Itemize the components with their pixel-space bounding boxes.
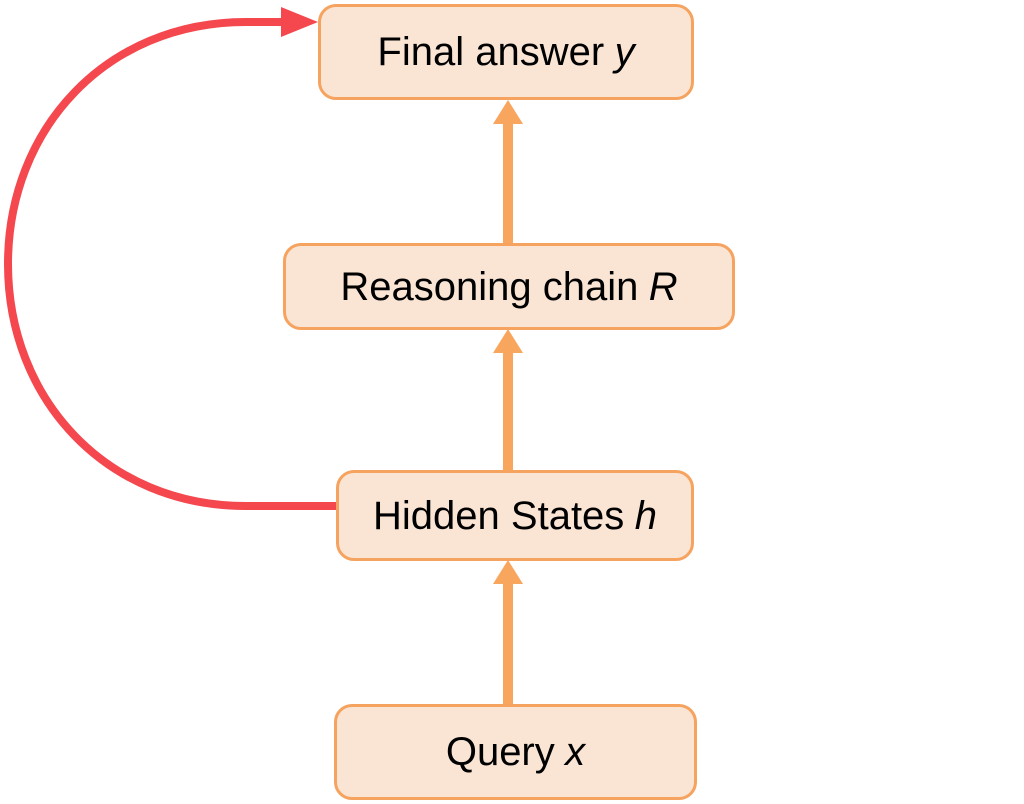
feedback-arrow-hidden-to-final xyxy=(3,7,341,510)
math-var-R: R xyxy=(648,264,678,309)
arrow-hidden-to-reasoning xyxy=(493,329,523,471)
math-var-h: h xyxy=(634,493,657,538)
arrowhead-up-icon xyxy=(493,100,523,124)
feedback-arrowhead-icon xyxy=(281,7,318,37)
arrow-query-to-hidden xyxy=(493,560,523,705)
arrowhead-up-icon xyxy=(493,560,523,584)
math-var-y: y xyxy=(614,30,635,74)
arrowhead-up-icon xyxy=(493,329,523,353)
arrow-reasoning-to-final xyxy=(493,100,523,244)
math-var-x: x xyxy=(565,730,586,774)
feedback-arrow-curve xyxy=(3,18,341,510)
